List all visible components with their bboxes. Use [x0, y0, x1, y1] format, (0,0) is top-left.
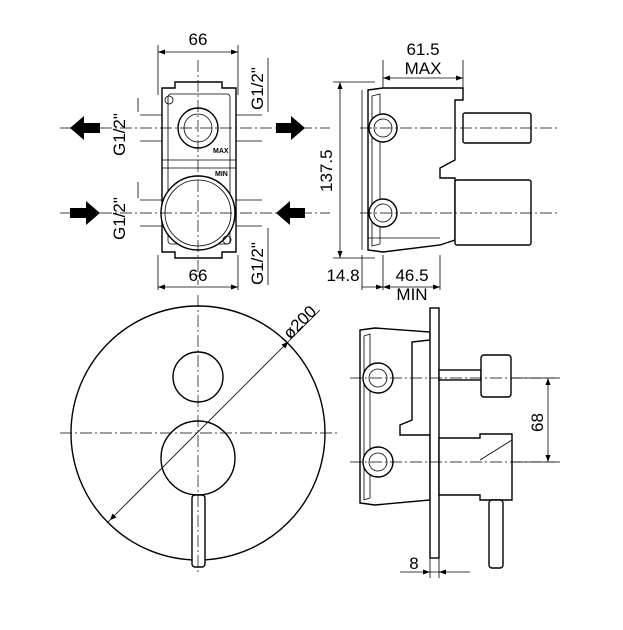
top-width-label: 66 [189, 30, 208, 49]
flow-arrow-in-right-icon [276, 201, 305, 225]
thread-label-bottom-left: G1/2" [110, 197, 129, 240]
front-max-marking: MAX [213, 148, 229, 155]
plate-thickness-label: 8 [409, 554, 418, 573]
depth-min-word: MIN [396, 285, 427, 304]
depth-min-label: 46.5 [395, 266, 428, 285]
cover-plate-front-view [60, 295, 340, 575]
bottom-width-label: 66 [189, 266, 208, 285]
offset-label: 14.8 [326, 266, 359, 285]
cover-plate-side-view: 8 [350, 307, 560, 578]
thread-label-top-left: G1/2" [110, 113, 129, 156]
flow-arrow-out-right-icon [276, 116, 305, 140]
side-view-valve-body: 61.5 MAX 14.8 46.5 MIN [326, 40, 560, 304]
thread-label-bottom-right: G1/2" [248, 242, 267, 285]
flow-arrow-out-left-icon [70, 116, 100, 140]
flow-arrow-in-left-icon [70, 201, 100, 225]
front-min-marking: MIN [215, 171, 228, 178]
thread-label-top-right: G1/2" [248, 67, 267, 110]
handle-spacing-label: 68 [528, 413, 547, 432]
depth-max-label: 61.5 [406, 40, 439, 59]
height-label: 137.5 [317, 149, 336, 192]
diameter-label: ø200 [279, 302, 320, 343]
front-view-valve-body: 66 MAX MIN [60, 30, 330, 290]
depth-max-word: MAX [405, 59, 442, 78]
